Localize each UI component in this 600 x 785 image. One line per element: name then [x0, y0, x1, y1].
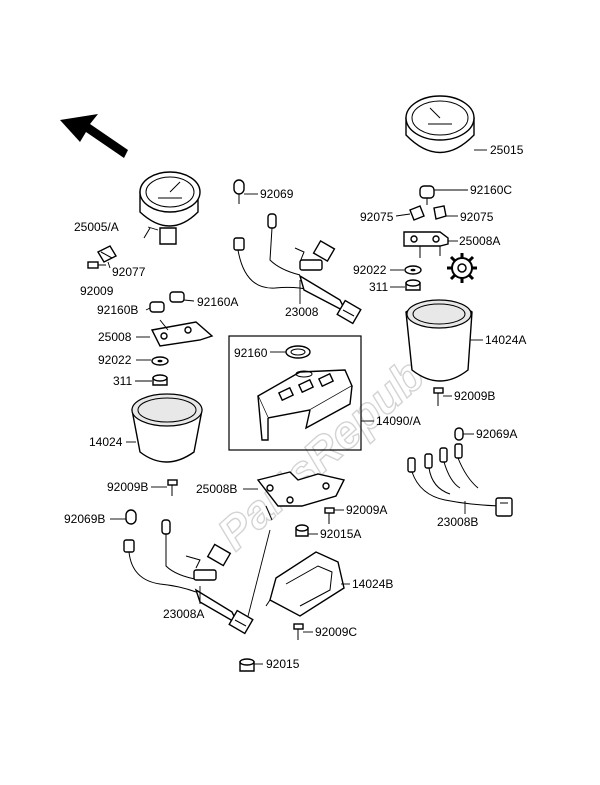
label-92022-right: 92022: [353, 263, 387, 277]
screw-92009-left: [87, 261, 106, 269]
label-92015a: 92015A: [320, 527, 361, 541]
nut-92015: [239, 658, 255, 672]
washer-92022-left: [151, 356, 169, 366]
label-25008b: 25008B: [196, 482, 237, 496]
socket-92160a: [169, 291, 185, 303]
cover-14024b: [265, 551, 345, 617]
label-92075-left: 92075: [360, 210, 394, 224]
bulb-socket-92160c: [419, 185, 435, 205]
label-92022-left: 92022: [98, 353, 132, 367]
label-25008: 25008: [98, 330, 132, 344]
label-25005a: 25005/A: [74, 220, 119, 234]
label-92009b-right: 92009B: [454, 389, 495, 403]
bracket-25008a: [403, 231, 449, 258]
harness-23008: [233, 179, 362, 325]
washer-92022-right: [404, 265, 422, 275]
bracket-25008b: [256, 471, 346, 521]
indicator-housing-14090a: [257, 369, 353, 441]
clip-92075-left: [409, 205, 425, 221]
grommet-92160: [285, 345, 311, 359]
gauge-cover-14024: [131, 393, 203, 463]
screw-92009a: [324, 507, 335, 524]
instrument-panel-box: [228, 335, 362, 451]
label-25008a: 25008A: [459, 234, 500, 248]
label-92015: 92015: [266, 657, 300, 671]
gauge-cover-14024a: [405, 299, 473, 382]
label-14024b: 14024B: [352, 577, 393, 591]
label-92077: 92077: [112, 265, 146, 279]
front-direction-arrow-icon: [60, 114, 128, 158]
gear-icon: [447, 253, 477, 283]
speedometer-gauge: [139, 171, 201, 245]
label-14090a: 14090/A: [376, 414, 421, 428]
tachometer-gauge: [405, 95, 475, 154]
label-92075-right: 92075: [460, 210, 494, 224]
label-92069b: 92069B: [64, 512, 105, 526]
harness-23008b: [407, 443, 513, 517]
screw-92009b-left: [167, 479, 178, 496]
label-92160a: 92160A: [197, 295, 238, 309]
label-14024: 14024: [89, 435, 123, 449]
nut-92015a: [295, 524, 309, 537]
label-23008b: 23008B: [437, 515, 478, 529]
label-25015: 25015: [490, 143, 524, 157]
socket-92160b: [149, 301, 165, 313]
label-23008a: 23008A: [163, 607, 204, 621]
label-92069a: 92069A: [476, 427, 517, 441]
label-23008: 23008: [285, 305, 319, 319]
cap-92077: [97, 245, 117, 263]
label-311-left: 311: [113, 374, 132, 388]
bracket-25008: [150, 319, 214, 347]
label-92009: 92009: [80, 284, 114, 298]
label-14024a: 14024A: [485, 333, 526, 347]
label-92009b-left: 92009B: [107, 480, 148, 494]
nut-311-right: [405, 279, 421, 291]
nut-311-left: [152, 374, 168, 386]
label-311-right: 311: [369, 280, 388, 294]
clip-92075-right: [433, 205, 447, 220]
label-92009a: 92009A: [346, 503, 387, 517]
label-92160: 92160: [234, 346, 268, 360]
label-92009c: 92009C: [315, 625, 357, 639]
harness-23008a: [123, 509, 254, 635]
screw-92009c: [293, 623, 304, 640]
label-92069: 92069: [260, 187, 294, 201]
screw-92009b-right: [433, 387, 444, 406]
label-92160c: 92160C: [470, 183, 512, 197]
bulb-92069a: [454, 427, 464, 441]
label-92160b: 92160B: [97, 303, 138, 317]
